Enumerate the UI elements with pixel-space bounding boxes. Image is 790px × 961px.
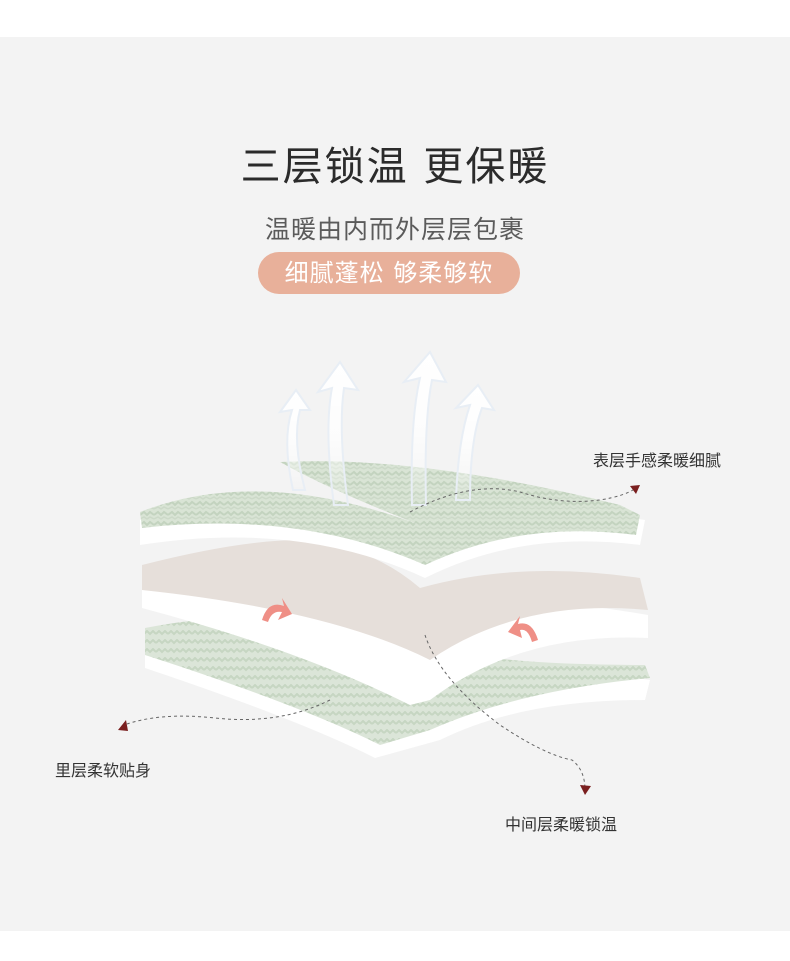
heat-rising-arrow [277, 350, 497, 506]
callout-inner-layer: 里层柔软贴身 [55, 761, 152, 780]
callout-middle-layer: 中间层柔暖锁温 [505, 815, 618, 834]
middle-layer [142, 540, 648, 705]
page-subtitle: 温暖由内而外层层包裹 [264, 215, 525, 244]
feature-pill: 细腻蓬松 够柔够软 [258, 252, 520, 294]
pointer-arrowheads [118, 485, 640, 795]
warm-curl-arrow [262, 598, 538, 642]
page-title: 三层锁温 更保暖 [240, 144, 550, 190]
dashed-pointer-arrow [123, 487, 637, 791]
callout-outer-layer: 表层手感柔暖细腻 [593, 451, 722, 470]
